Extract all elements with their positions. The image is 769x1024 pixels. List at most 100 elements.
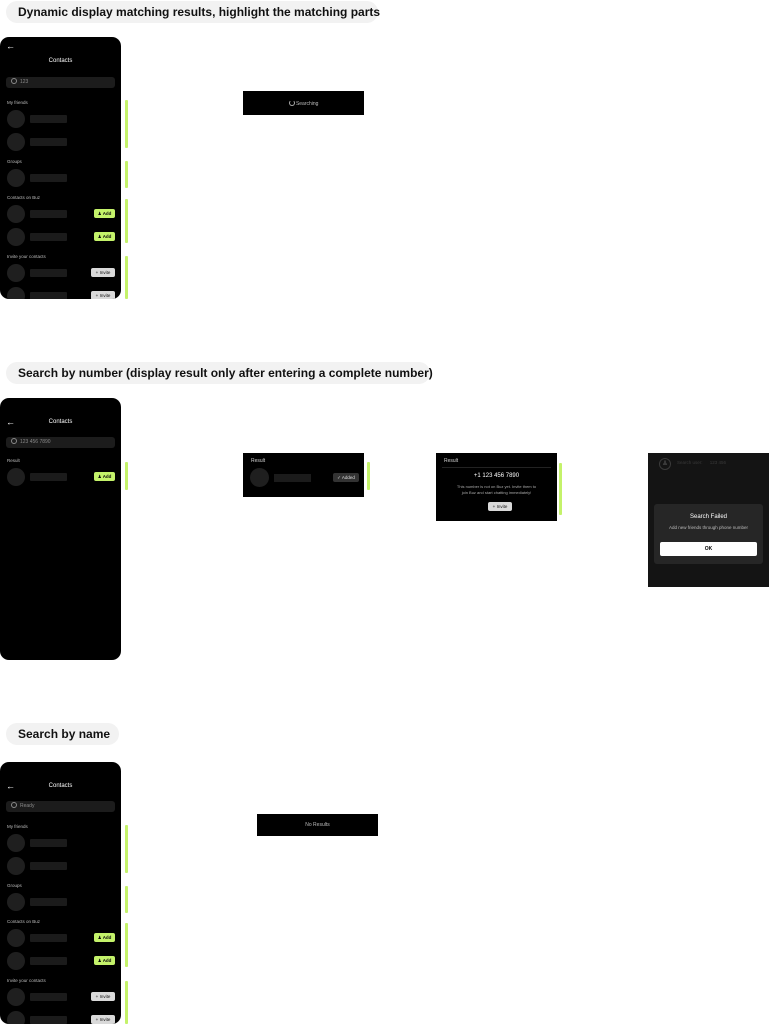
no-results-panel: No Results xyxy=(257,814,378,836)
search-icon xyxy=(11,802,17,808)
avatar xyxy=(7,1011,25,1024)
back-arrow-icon[interactable]: ← xyxy=(6,417,15,427)
contact-name-placeholder xyxy=(30,138,67,146)
search-failed-screen: ♟ Search user: 123 456 Search Failed Add… xyxy=(648,453,769,587)
avatar xyxy=(250,468,269,487)
contacts-title: Contacts xyxy=(48,419,73,425)
invite-contacts-label: Invite your contacts xyxy=(7,978,46,983)
not-on-buz-message-line2: join Buz and start chatting immediately! xyxy=(461,490,532,495)
search-value: Ready xyxy=(20,803,35,809)
search-value: 123 xyxy=(20,79,29,85)
back-arrow-icon[interactable]: ← xyxy=(6,41,15,51)
avatar xyxy=(7,287,25,299)
add-button[interactable]: ♟ Add xyxy=(94,956,115,965)
contacts-header: ← Contacts xyxy=(0,762,121,791)
avatar xyxy=(7,110,25,128)
contact-name-placeholder xyxy=(30,957,67,965)
contact-name-placeholder xyxy=(30,993,67,1001)
invite-contacts-label: Invite your contacts xyxy=(7,254,46,259)
contacts-phone-screen-3: ← Contacts Ready My friends Groups Conta… xyxy=(0,762,121,1024)
invite-button[interactable]: + Invite xyxy=(91,1015,115,1024)
avatar xyxy=(7,988,25,1006)
add-button[interactable]: ♟ Add xyxy=(94,232,115,241)
search-user-value: 123 456 xyxy=(709,460,727,465)
highlight-bar xyxy=(559,463,562,515)
search-input[interactable]: Ready xyxy=(6,801,115,812)
added-label: Added xyxy=(341,475,355,480)
section-title-dynamic-display: Dynamic display matching results, highli… xyxy=(6,1,380,23)
ok-button[interactable]: OK xyxy=(660,542,757,556)
contacts-header: ← Contacts xyxy=(0,37,121,64)
avatar xyxy=(7,952,25,970)
group-name-placeholder xyxy=(30,898,67,906)
my-friends-label: My friends xyxy=(7,100,28,105)
avatar xyxy=(7,228,25,246)
avatar xyxy=(7,857,25,875)
contact-name-placeholder xyxy=(30,934,67,942)
groups-label: Groups xyxy=(7,159,22,164)
dialog-message: Add new friends through phone number xyxy=(668,525,749,530)
contact-name-placeholder xyxy=(30,1016,67,1024)
phone-number: +1 123 456 7890 xyxy=(473,473,520,479)
highlight-bar xyxy=(125,825,128,873)
search-input[interactable]: 123 456 7890 xyxy=(6,437,115,448)
search-user-row: Search user: 123 456 xyxy=(677,460,726,465)
highlight-bar xyxy=(125,161,128,188)
added-badge: ✓ Added xyxy=(333,473,359,482)
searching-panel: Searching xyxy=(243,91,364,115)
highlight-bar xyxy=(125,462,128,490)
back-arrow-icon[interactable]: ← xyxy=(6,781,15,791)
contact-name-placeholder xyxy=(30,233,67,241)
section-title-search-by-name: Search by name xyxy=(6,723,119,745)
search-value: 123 456 7890 xyxy=(20,439,51,445)
add-button[interactable]: ♟ Add xyxy=(94,933,115,942)
avatar xyxy=(7,893,25,911)
avatar xyxy=(7,169,25,187)
highlight-bar xyxy=(125,100,128,148)
searching-text: Searching xyxy=(295,101,319,107)
contact-name-placeholder xyxy=(274,474,311,482)
not-on-buz-message-line1: This number is not on Buz yet. Invite th… xyxy=(456,484,537,489)
add-label: Add xyxy=(102,935,112,940)
avatar xyxy=(7,133,25,151)
add-button[interactable]: ♟ Add xyxy=(94,472,115,481)
search-icon xyxy=(11,78,17,84)
invite-button[interactable]: + Invite xyxy=(91,291,115,299)
contact-name-placeholder xyxy=(30,115,67,123)
avatar xyxy=(7,929,25,947)
invite-button[interactable]: + Invite xyxy=(91,992,115,1001)
search-input[interactable]: 123 xyxy=(6,77,115,88)
contact-name-placeholder xyxy=(30,292,67,299)
result-label: Result xyxy=(251,458,266,464)
not-on-buz-panel: Result +1 123 456 7890 This number is no… xyxy=(436,453,557,521)
invite-button[interactable]: + Invite xyxy=(488,502,512,511)
invite-label: Invite xyxy=(496,504,508,509)
spinner-icon xyxy=(288,100,295,106)
add-button[interactable]: ♟ Add xyxy=(94,209,115,218)
contacts-title: Contacts xyxy=(48,58,73,64)
avatar xyxy=(7,468,25,486)
my-friends-label: My friends xyxy=(7,824,28,829)
add-label: Add xyxy=(102,474,112,479)
contacts-phone-screen-1: ← Contacts 123 My friends Groups Contact… xyxy=(0,37,121,299)
add-label: Add xyxy=(102,234,112,239)
section-title-search-by-number: Search by number (display result only af… xyxy=(6,362,433,384)
search-failed-dialog: Search Failed Add new friends through ph… xyxy=(654,504,763,564)
avatar xyxy=(7,205,25,223)
group-name-placeholder xyxy=(30,174,67,182)
add-label: Add xyxy=(102,211,112,216)
avatar xyxy=(7,834,25,852)
highlight-bar xyxy=(125,886,128,913)
searching-status: Searching xyxy=(243,100,364,107)
avatar xyxy=(7,264,25,282)
highlight-bar xyxy=(125,981,128,1024)
contact-name-placeholder xyxy=(30,473,67,481)
invite-button[interactable]: + Invite xyxy=(91,268,115,277)
result-label: Result xyxy=(7,458,20,463)
contact-name-placeholder xyxy=(30,862,67,870)
invite-label: Invite xyxy=(99,994,111,999)
contacts-on-buz-label: Contacts on Buz xyxy=(7,919,41,924)
added-result-panel: Result ✓ Added xyxy=(243,453,364,497)
highlight-bar xyxy=(125,199,128,243)
highlight-bar xyxy=(125,923,128,967)
